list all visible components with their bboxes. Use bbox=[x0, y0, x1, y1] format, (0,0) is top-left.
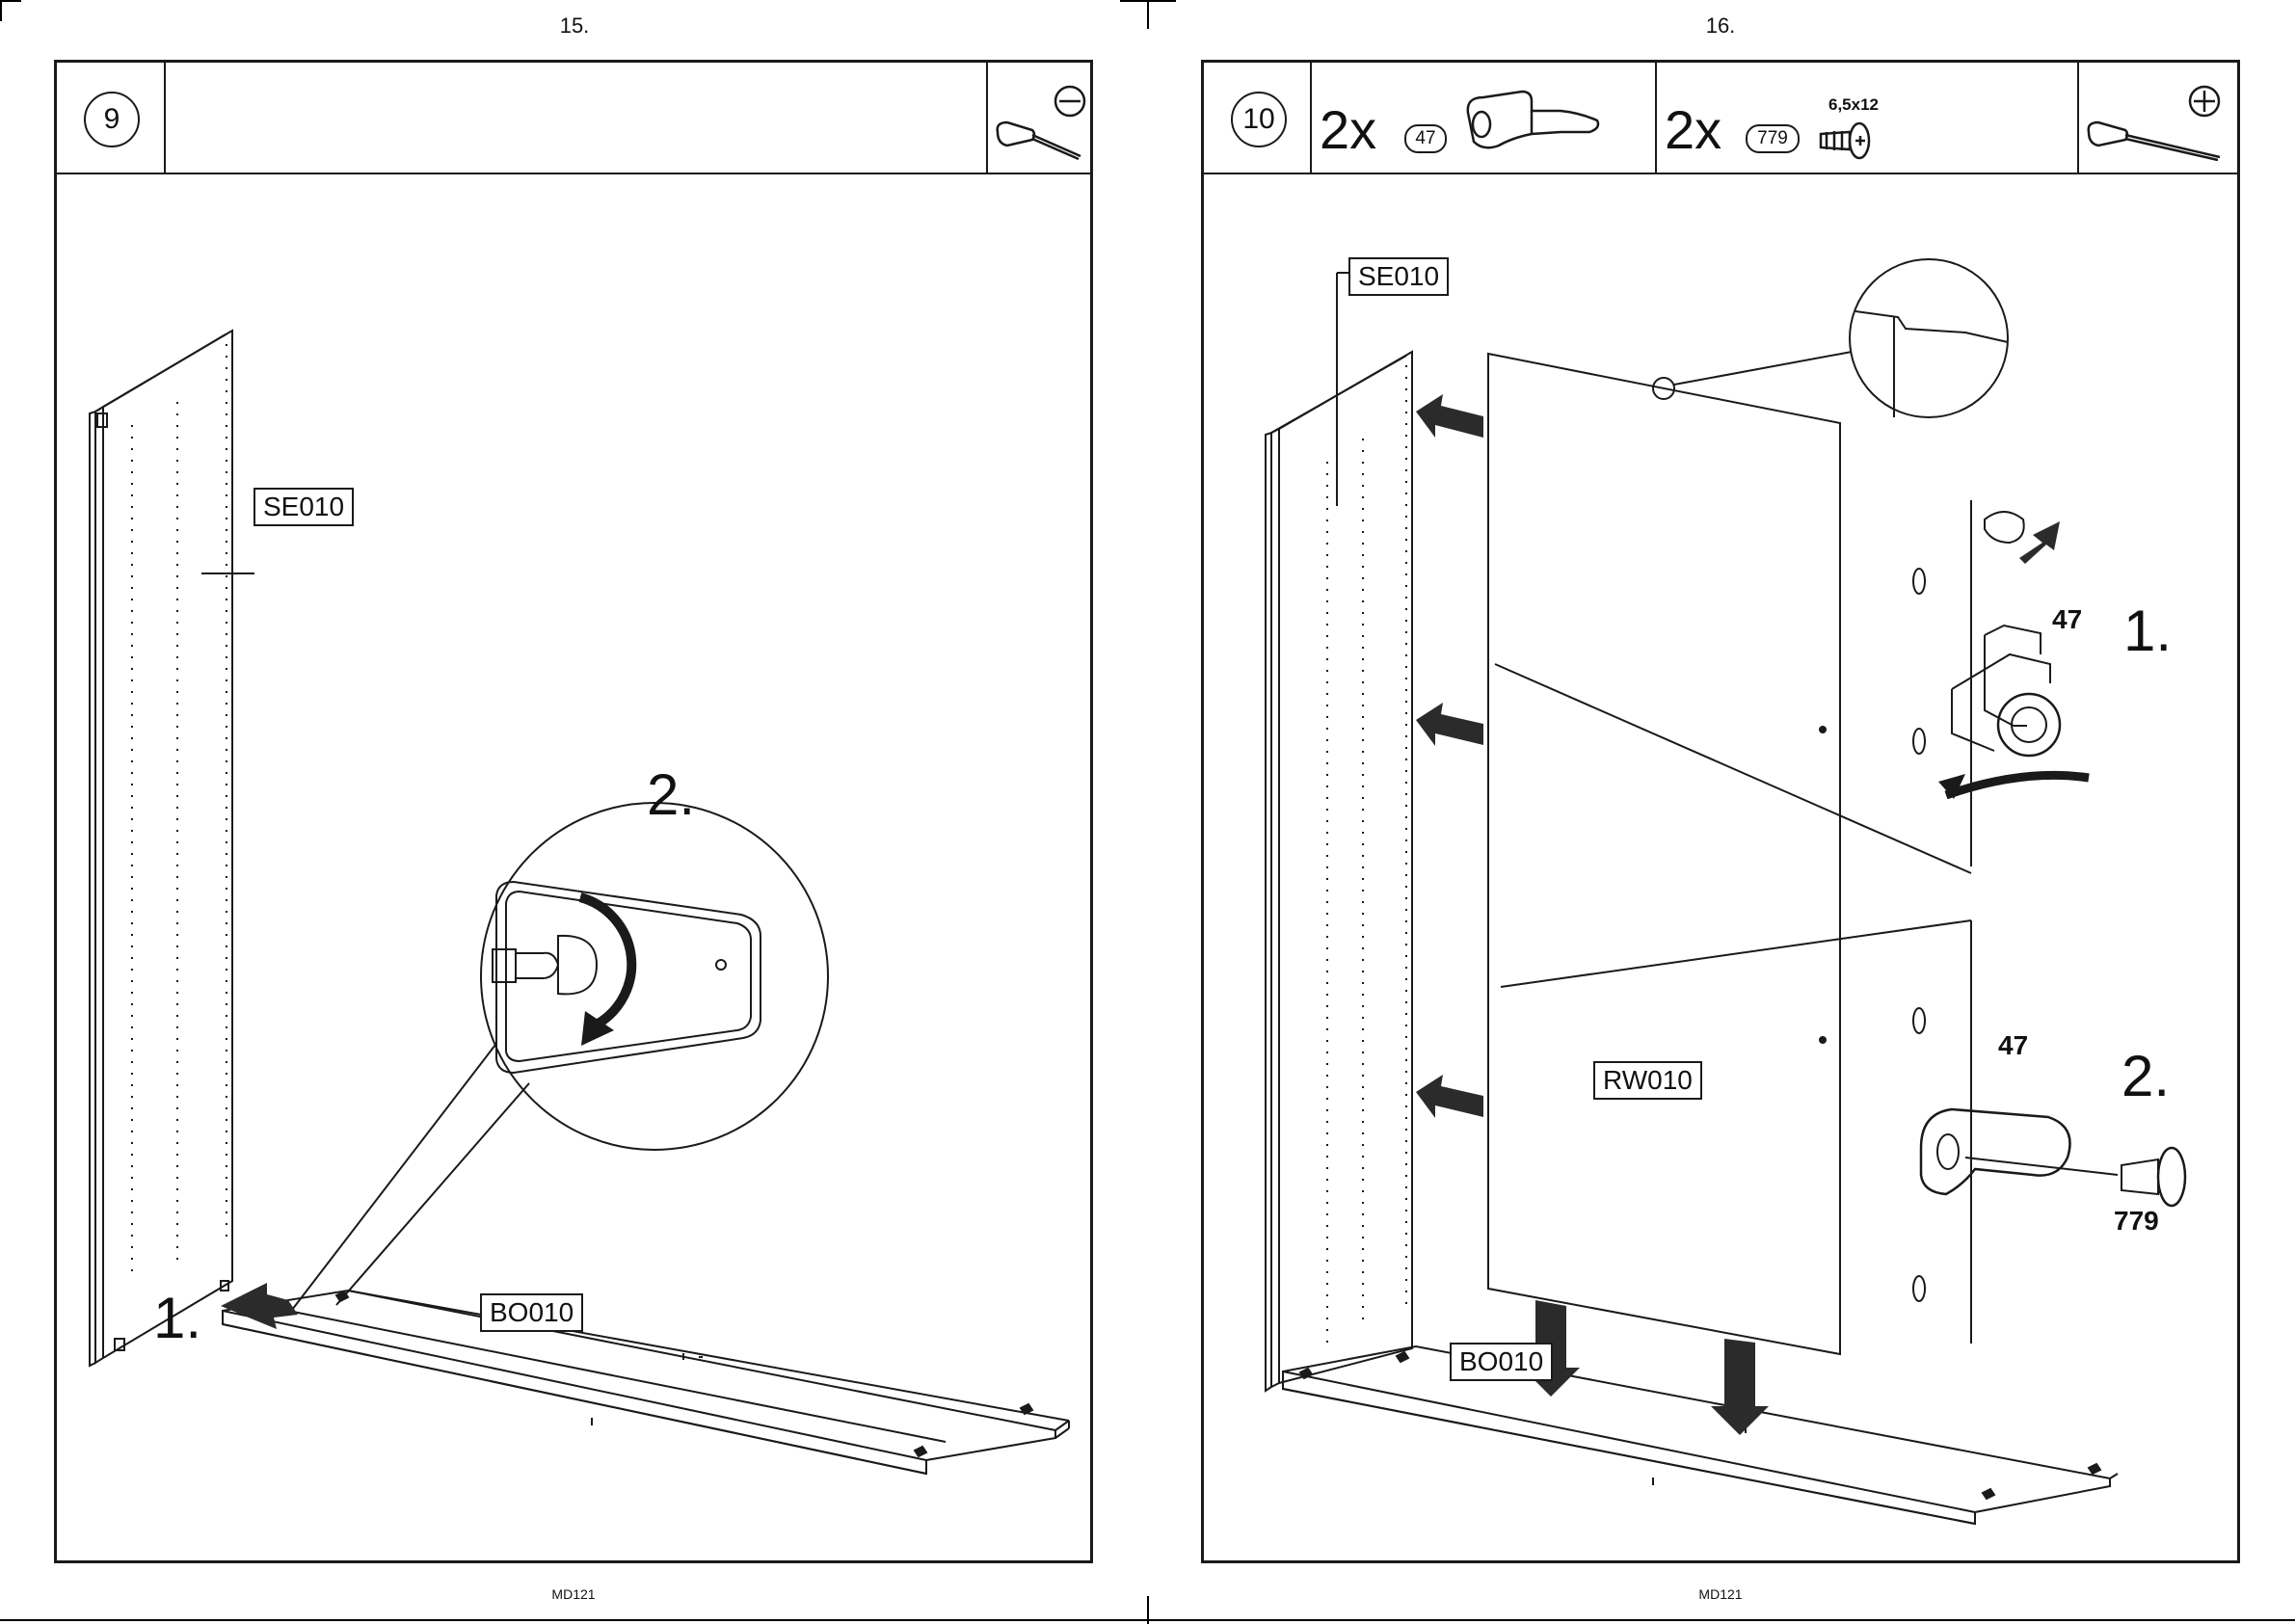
page-number-right: 16. bbox=[1663, 13, 1778, 39]
action-step-2: 2. bbox=[647, 766, 695, 824]
footer-right: MD121 bbox=[1663, 1586, 1778, 1602]
step-header: 9 bbox=[57, 63, 1090, 174]
trim-mark-top-center bbox=[1147, 0, 1149, 29]
back-panel-rw010 bbox=[1488, 354, 1840, 1354]
push-arrow bbox=[221, 1283, 298, 1329]
flat-screwdriver-icon bbox=[988, 63, 1090, 173]
part-code-47: 47 bbox=[1404, 124, 1447, 153]
step-10-illustration bbox=[1204, 173, 2237, 1560]
part-qty-47: 2x bbox=[1320, 103, 1376, 157]
phillips-screwdriver-icon bbox=[2079, 63, 2237, 173]
part-number-47-detail-2: 47 bbox=[1998, 1030, 2028, 1061]
tool-cell bbox=[2079, 63, 2237, 173]
label-bo010: BO010 bbox=[480, 1293, 583, 1332]
label-se010: SE010 bbox=[254, 488, 354, 526]
zoom-circle bbox=[481, 803, 828, 1150]
parts-cell-empty bbox=[166, 63, 988, 173]
instruction-sheet-step-10: 10 2x 47 2x 779 6,5x12 bbox=[1201, 60, 2240, 1563]
part-spec-779: 6,5x12 bbox=[1828, 95, 1879, 115]
label-bo010: BO010 bbox=[1450, 1343, 1553, 1381]
part-number-779: 779 bbox=[2114, 1206, 2159, 1237]
step-number: 9 bbox=[84, 92, 140, 147]
trim-mark-bottom-left bbox=[0, 1619, 2295, 1621]
footer-left: MD121 bbox=[516, 1586, 631, 1602]
step-number-cell: 9 bbox=[57, 63, 166, 173]
part-code-779: 779 bbox=[1746, 124, 1800, 153]
bottom-panel-bo010 bbox=[223, 1291, 1055, 1474]
part-cell-779: 2x 779 6,5x12 bbox=[1657, 63, 2079, 173]
step-number-cell: 10 bbox=[1204, 63, 1312, 173]
part-cell-47: 2x 47 bbox=[1312, 63, 1657, 173]
instruction-sheet-step-9: 9 bbox=[54, 60, 1093, 1563]
action-step-1: 1. bbox=[2123, 602, 2172, 660]
side-panel-se010 bbox=[1271, 352, 1412, 1387]
trim-mark-top-center-h bbox=[1120, 0, 1176, 2]
action-step-1: 1. bbox=[153, 1290, 201, 1347]
side-panel-se010 bbox=[95, 331, 232, 1363]
page-number-left: 15. bbox=[517, 13, 632, 39]
label-rw010: RW010 bbox=[1593, 1061, 1702, 1100]
tool-cell bbox=[988, 63, 1090, 173]
step-9-illustration bbox=[57, 173, 1090, 1560]
action-step-2: 2. bbox=[2122, 1048, 2170, 1105]
screw-icon bbox=[1817, 117, 1875, 165]
part-number-47-detail-1: 47 bbox=[2052, 604, 2082, 635]
trim-mark-top-left-h bbox=[0, 0, 21, 2]
label-se010: SE010 bbox=[1348, 257, 1449, 296]
step-number: 10 bbox=[1231, 92, 1287, 147]
part-qty-779: 2x bbox=[1665, 103, 1721, 157]
connector-bracket-icon bbox=[1454, 84, 1609, 161]
trim-mark-top-left bbox=[0, 0, 2, 21]
step-header: 10 2x 47 2x 779 6,5x12 bbox=[1204, 63, 2237, 174]
